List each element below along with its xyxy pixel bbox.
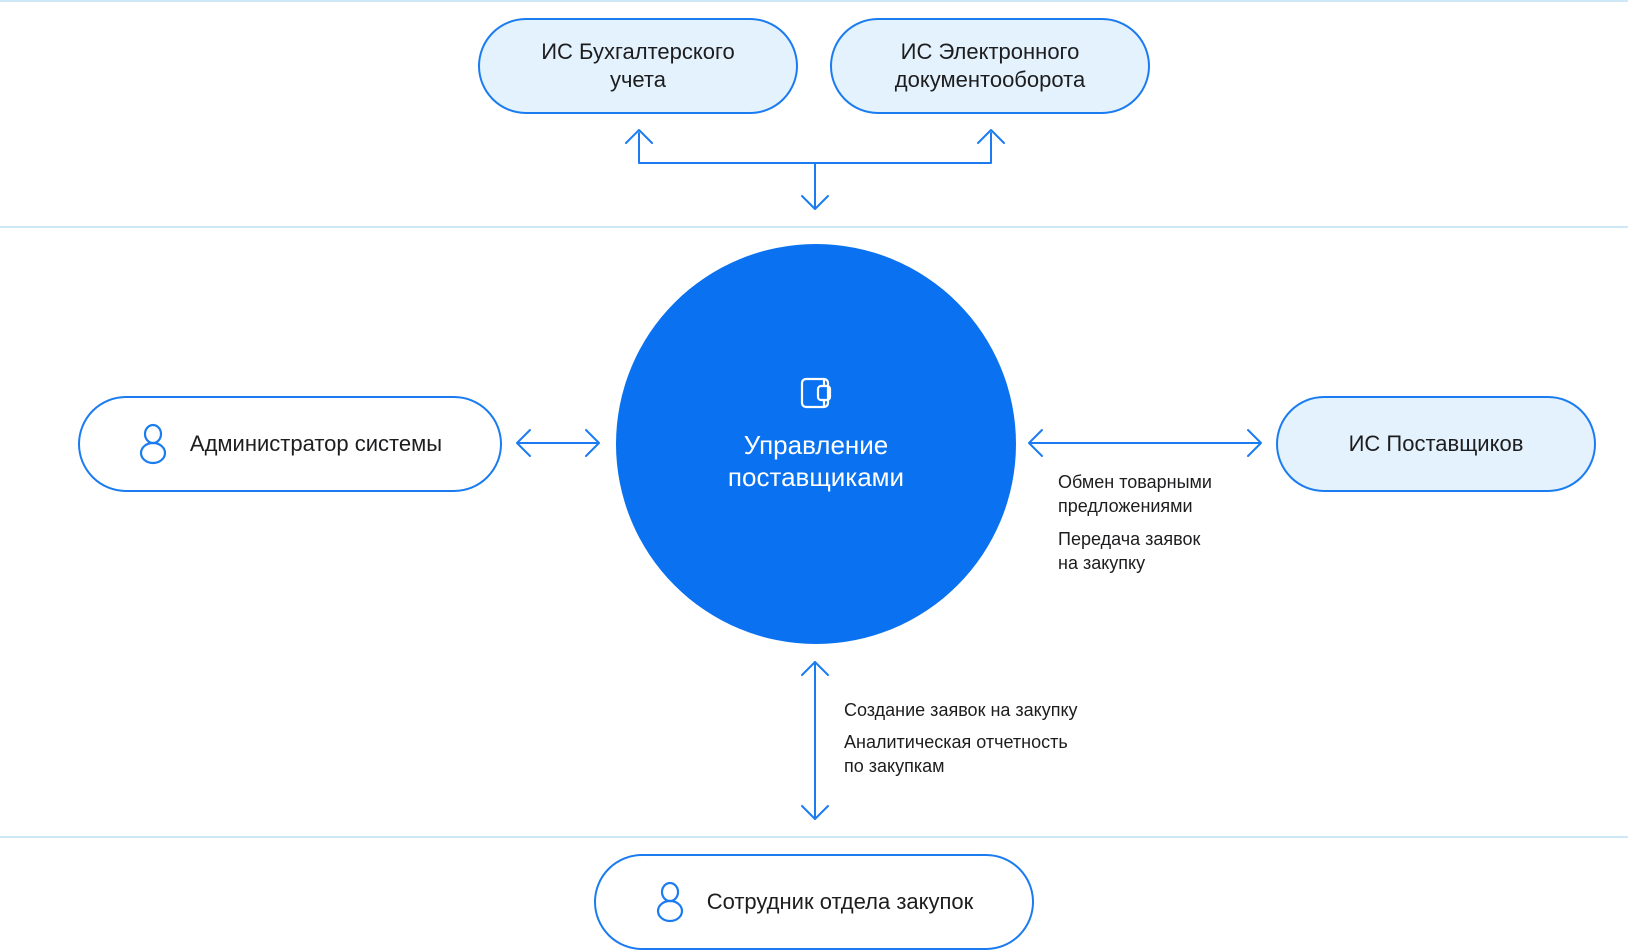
system-accounting: ИС Бухгалтерского учета [478, 18, 798, 114]
actor-admin-label: Администратор системы [189, 431, 443, 456]
center-title: Управление поставщиками [727, 430, 905, 492]
divider-top [0, 0, 1628, 2]
arrowhead-up-edo [977, 129, 1005, 144]
system-edo: ИС Электронного документооборота [830, 18, 1150, 114]
actor-procurement-label: Сотрудник отдела закупок [706, 889, 974, 914]
actor-procurement: Сотрудник отдела закупок [594, 854, 1034, 950]
system-suppliers-label: ИС Поставщиков [1348, 431, 1524, 456]
connector-suppliers [1028, 429, 1262, 457]
wallet-icon [800, 377, 832, 409]
actor-admin: Администратор системы [78, 396, 502, 492]
note-suppliers-exchange: Обмен товарными предложениями [1058, 472, 1212, 516]
system-suppliers: ИС Поставщиков [1276, 396, 1596, 492]
person-icon [139, 423, 167, 465]
note-suppliers-transfer: Передача заявок на закупку [1058, 529, 1201, 573]
divider-bottom [0, 836, 1628, 838]
center-node: Управление поставщиками [616, 244, 1016, 644]
system-edo-label: ИС Электронного документооборота [894, 39, 1086, 92]
connector-top-systems [625, 129, 1005, 210]
arrowhead-up-accounting [625, 129, 653, 144]
person-icon [656, 881, 683, 923]
note-procurement-analytics: Аналитическая отчетность по закупкам [844, 732, 1068, 776]
divider-middle [0, 226, 1628, 228]
note-procurement-create: Создание заявок на закупку [844, 700, 1078, 720]
system-accounting-label: ИС Бухгалтерского учета [541, 39, 735, 92]
arrowhead-down-center [801, 195, 829, 210]
connector-procurement [801, 661, 829, 820]
connector-admin [516, 429, 600, 457]
